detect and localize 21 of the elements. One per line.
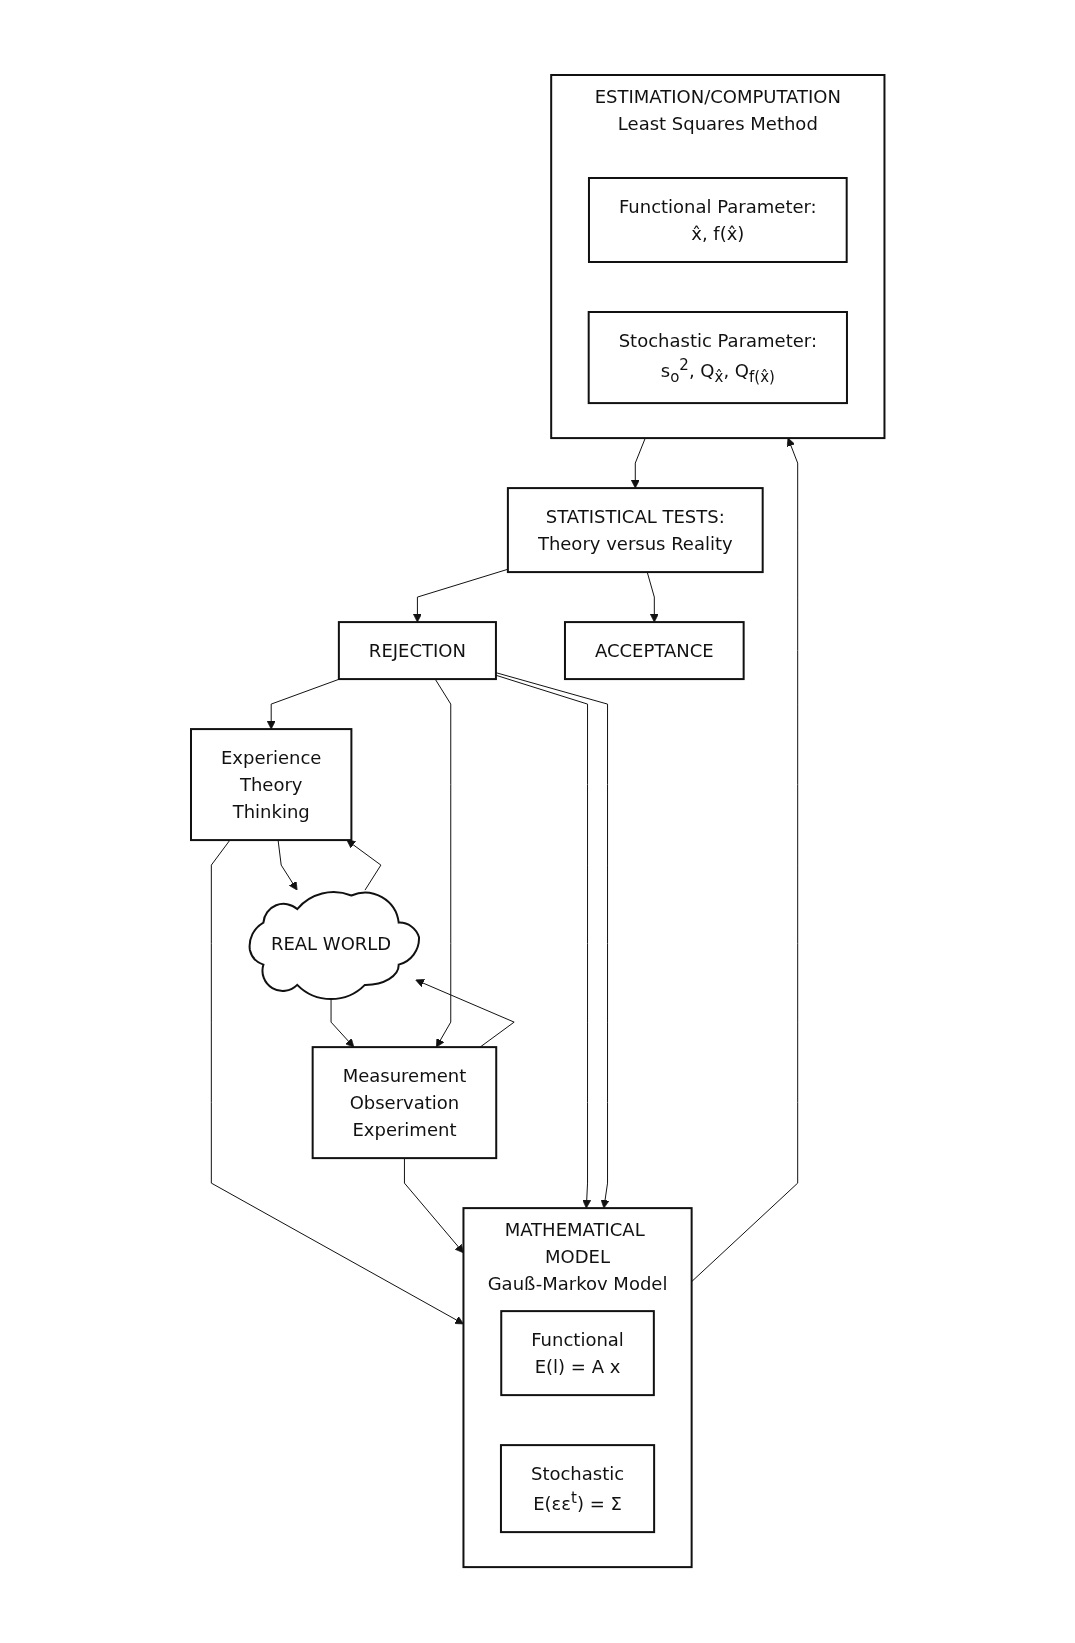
arrow	[403, 1158, 464, 1254]
node-box: Functional Parameter: x̂, f(x̂)	[587, 177, 848, 264]
arrow	[495, 672, 610, 1209]
node-box: REJECTION	[337, 621, 497, 681]
arrow	[210, 840, 464, 1325]
node-box: Functional E(l) = A x	[500, 1310, 655, 1397]
node-box: STATISTICAL TESTS: Theory versus Reality	[506, 487, 764, 574]
node-box: ACCEPTANCE	[563, 621, 745, 681]
arrow	[434, 679, 451, 1048]
node-box: Measurement Observation Experiment	[311, 1046, 497, 1160]
node-box: Stochastic Parameter: s$_{o}$$^{2}$, Q$_{x̂}$, Q$_{f(x̂)}$	[587, 311, 848, 405]
arrow	[266, 679, 340, 730]
arrow	[346, 840, 382, 891]
arrow	[415, 979, 515, 1049]
arrow	[630, 438, 646, 489]
node-box: Stochastic E(εε$^{t}$) = Σ	[499, 1444, 655, 1534]
arrow	[412, 569, 509, 623]
arrow	[646, 572, 659, 623]
node-box: Experience Theory Thinking	[189, 728, 353, 842]
arrow	[277, 840, 298, 891]
arrow	[495, 675, 591, 1209]
